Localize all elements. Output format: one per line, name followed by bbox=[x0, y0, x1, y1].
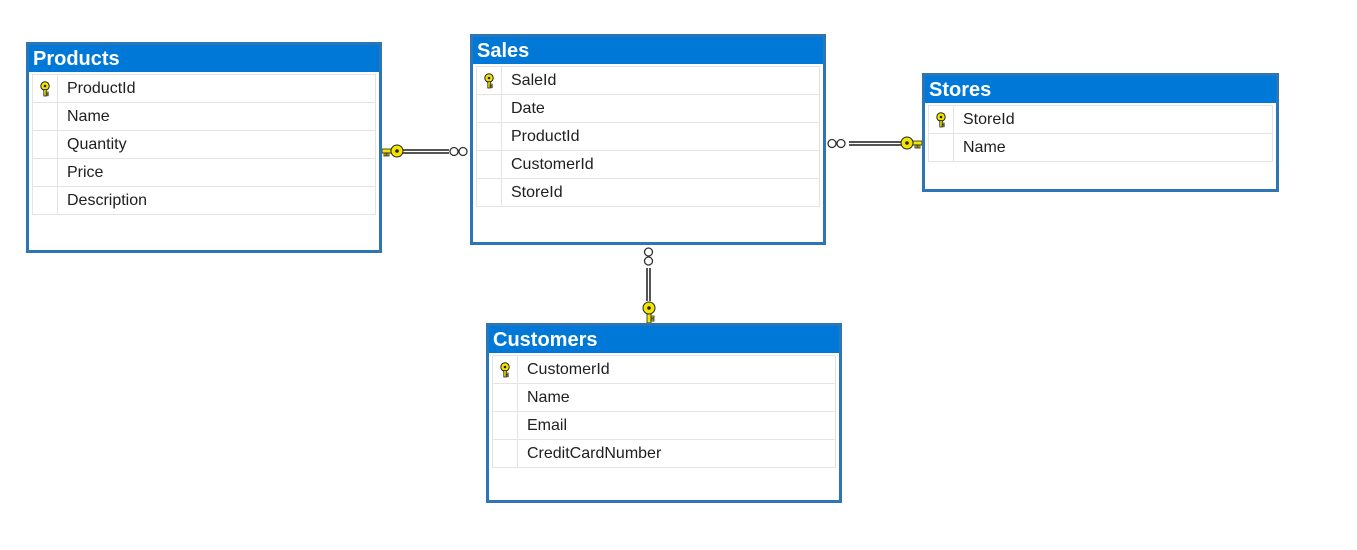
column-row[interactable]: ProductId bbox=[477, 123, 819, 151]
column-name: Description bbox=[67, 191, 148, 209]
column-name: CustomerId bbox=[527, 360, 610, 378]
column-row[interactable]: CustomerId bbox=[493, 356, 835, 384]
row-selector bbox=[493, 384, 518, 411]
column-row[interactable]: Name bbox=[929, 134, 1272, 162]
key-icon bbox=[381, 144, 404, 158]
column-name: Name bbox=[963, 138, 1006, 156]
row-selector bbox=[477, 95, 502, 122]
column-row[interactable]: Description bbox=[33, 187, 375, 215]
column-row[interactable]: SaleId bbox=[477, 67, 819, 95]
column-row[interactable]: Name bbox=[493, 384, 835, 412]
column-name: StoreId bbox=[963, 110, 1015, 128]
column-name: StoreId bbox=[511, 183, 563, 201]
key-icon bbox=[642, 301, 656, 324]
row-selector bbox=[33, 131, 58, 158]
column-row[interactable]: Date bbox=[477, 95, 819, 123]
column-name: ProductId bbox=[511, 127, 580, 145]
column-row[interactable]: CreditCardNumber bbox=[493, 440, 835, 468]
column-name: Email bbox=[527, 416, 568, 434]
infinity-icon bbox=[827, 138, 846, 149]
column-row[interactable]: Price bbox=[33, 159, 375, 187]
row-selector bbox=[493, 412, 518, 439]
column-row[interactable]: CustomerId bbox=[477, 151, 819, 179]
row-selector bbox=[33, 187, 58, 214]
column-name: CustomerId bbox=[511, 155, 594, 173]
row-selector bbox=[33, 159, 58, 186]
relationship-products-sales[interactable] bbox=[381, 144, 468, 158]
column-name: Date bbox=[511, 99, 545, 117]
primary-key-icon bbox=[33, 75, 58, 102]
column-name: ProductId bbox=[67, 79, 136, 97]
table-title[interactable]: Stores bbox=[925, 76, 1276, 103]
row-selector bbox=[929, 134, 954, 161]
column-row[interactable]: Name bbox=[33, 103, 375, 131]
row-selector bbox=[477, 179, 502, 206]
column-name: SaleId bbox=[511, 71, 557, 89]
column-row[interactable]: ProductId bbox=[33, 75, 375, 103]
key-icon bbox=[900, 136, 923, 150]
column-row[interactable]: Email bbox=[493, 412, 835, 440]
row-selector bbox=[493, 440, 518, 467]
primary-key-icon bbox=[929, 106, 954, 133]
primary-key-icon bbox=[477, 67, 502, 94]
row-selector bbox=[33, 103, 58, 130]
infinity-icon bbox=[643, 247, 654, 266]
column-name: Quantity bbox=[67, 135, 127, 153]
column-name: Price bbox=[67, 163, 104, 181]
relationship-customers-sales[interactable] bbox=[642, 247, 656, 324]
table-title[interactable]: Customers bbox=[489, 326, 839, 353]
column-name: CreditCardNumber bbox=[527, 444, 662, 462]
row-selector bbox=[477, 151, 502, 178]
row-selector bbox=[477, 123, 502, 150]
relationship-stores-sales[interactable] bbox=[827, 136, 923, 150]
table-title[interactable]: Sales bbox=[473, 37, 823, 64]
column-name: Name bbox=[527, 388, 570, 406]
column-row[interactable]: StoreId bbox=[929, 106, 1272, 134]
column-row[interactable]: StoreId bbox=[477, 179, 819, 207]
column-name: Name bbox=[67, 107, 110, 125]
table-title[interactable]: Products bbox=[29, 45, 379, 72]
column-row[interactable]: Quantity bbox=[33, 131, 375, 159]
infinity-icon bbox=[449, 146, 468, 157]
primary-key-icon bbox=[493, 356, 518, 383]
